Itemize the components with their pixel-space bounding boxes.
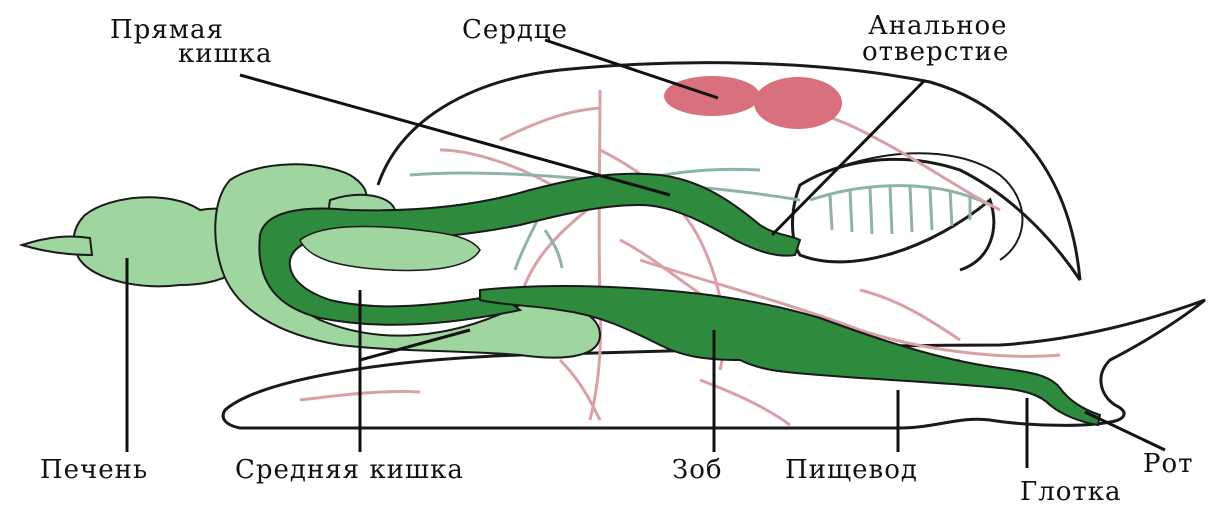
label-mouth: Рот xyxy=(1143,449,1194,479)
label-crop: Зоб xyxy=(672,455,723,485)
liver-tail xyxy=(22,236,92,255)
label-midgut: Средняя кишка xyxy=(235,455,464,485)
label-esophagus: Пищевод xyxy=(785,455,918,485)
label-rectum-2: кишка xyxy=(178,39,273,69)
heart-organ xyxy=(664,76,842,129)
pointer-mouth xyxy=(1085,412,1165,450)
gill-comb xyxy=(810,186,990,234)
label-pharynx: Глотка xyxy=(1020,477,1122,505)
label-heart: Сердце xyxy=(462,15,568,45)
label-liver: Печень xyxy=(40,455,148,485)
label-anus-2: отверстие xyxy=(862,37,1009,67)
